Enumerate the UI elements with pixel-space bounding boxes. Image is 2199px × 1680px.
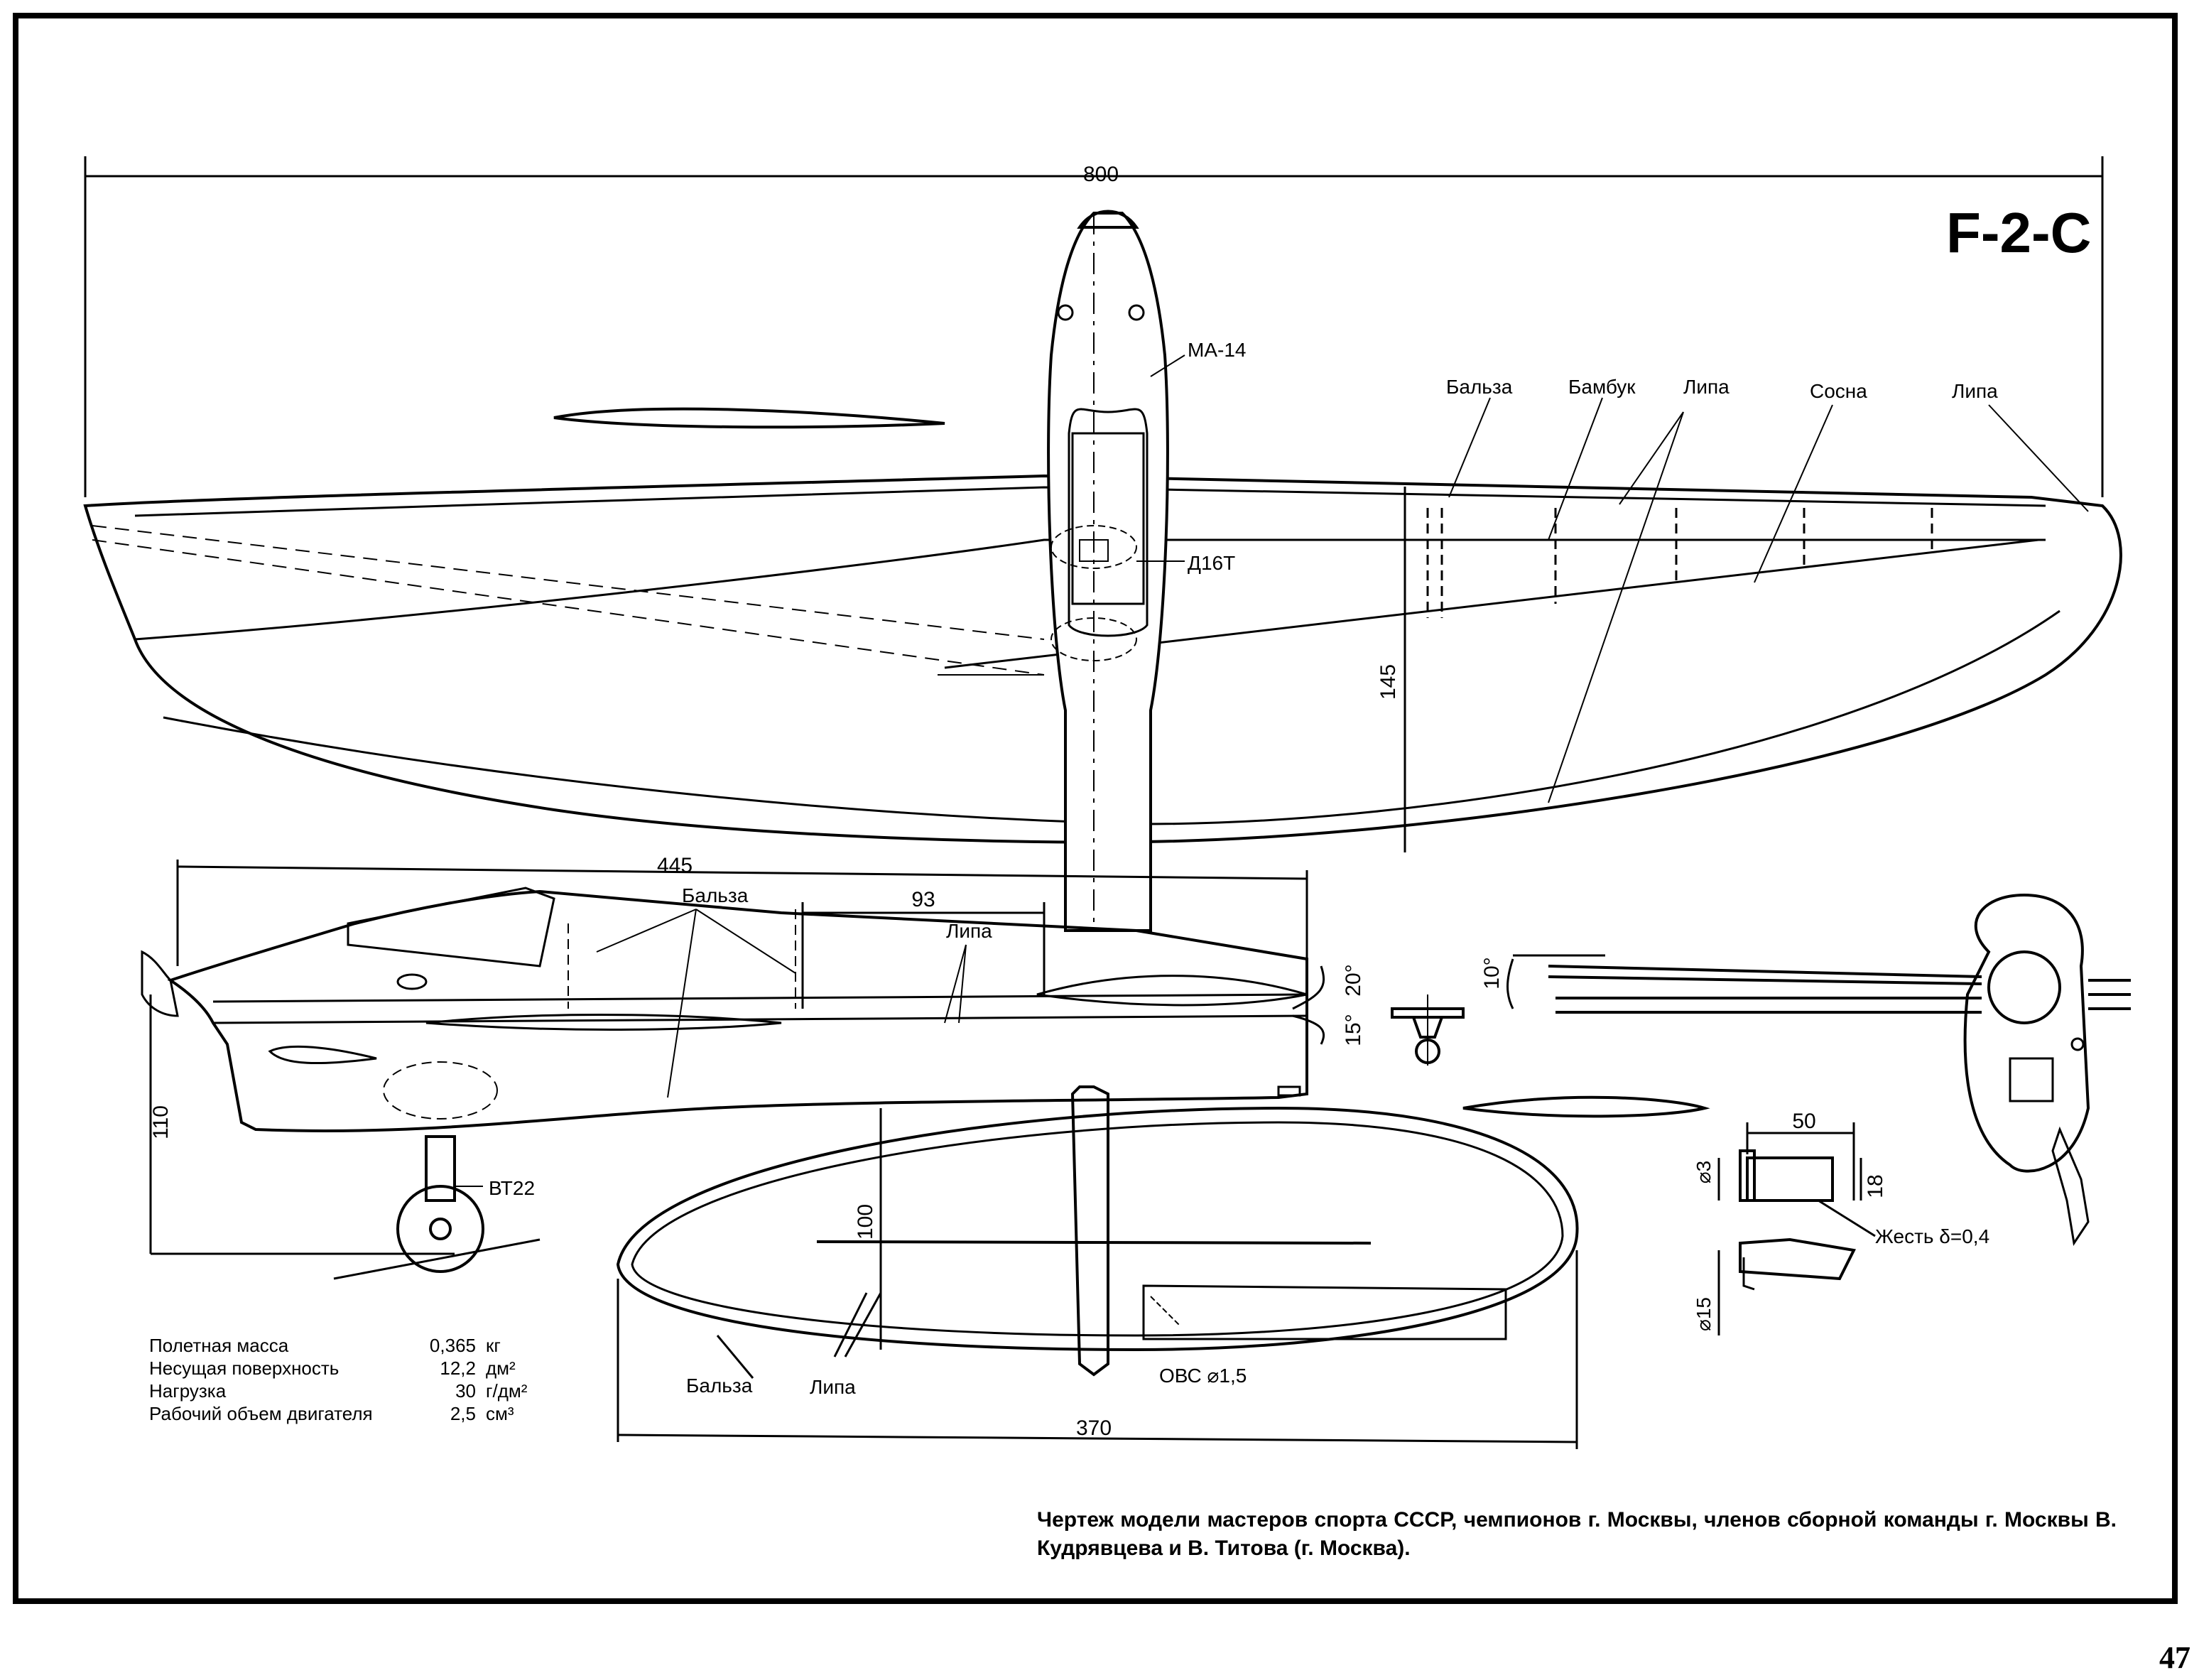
- sheet-border: [13, 13, 2178, 1604]
- wire-label: ОВС ⌀1,5: [1159, 1365, 1247, 1387]
- spec-name: Несущая поверхность: [149, 1357, 340, 1379]
- spec-unit: кг: [486, 1335, 501, 1356]
- span-dimension: [84, 156, 2104, 497]
- linden-label-stab: Липа: [810, 1376, 856, 1398]
- spec-value: 2,5: [450, 1403, 476, 1424]
- spec-unit: г/дм²: [486, 1380, 528, 1402]
- model-title: F-2-C: [1946, 201, 2091, 264]
- spec-name: Рабочий объем двигателя: [149, 1403, 373, 1424]
- fuselage-top-view: [1047, 210, 1169, 932]
- tail-front-view: [1391, 995, 1465, 1066]
- stab-chord-value: 100: [854, 1204, 877, 1240]
- spec-row: Рабочий объем двигателя 2,5 см³: [149, 1402, 527, 1425]
- bracket-height-value: 18: [1864, 1174, 1887, 1198]
- wheel-label: ВТ22: [489, 1177, 535, 1199]
- height-value: 110: [149, 1105, 173, 1139]
- top-view-leaders: [1136, 354, 2089, 803]
- landing-gear-side: [333, 1135, 541, 1280]
- chord-value: 145: [1377, 664, 1400, 700]
- flap-up-value: 20°: [1342, 964, 1365, 996]
- bracket-width-value: 50: [1792, 1110, 1815, 1133]
- flap-down-value: 15°: [1342, 1014, 1365, 1046]
- bellcrank-label: Д16Т: [1188, 552, 1235, 574]
- side-view-dimensions: [149, 860, 1325, 1255]
- spec-value: 12,2: [440, 1357, 476, 1379]
- hole-dia-value: ⌀3: [1693, 1161, 1715, 1183]
- fuselage-length-value: 445: [657, 854, 693, 877]
- spec-name: Нагрузка: [149, 1380, 227, 1402]
- wing-top-view: [83, 474, 2122, 844]
- tank-length-value: 93: [911, 888, 935, 911]
- side-view-leaders: [455, 909, 967, 1187]
- balsa-label-wing: Бальза: [1446, 376, 1513, 398]
- balsa-label-fuselage: Бальза: [682, 884, 749, 906]
- drawing-caption: Чертеж модели мастеров спорта СССР, чемп…: [1037, 1508, 2117, 1560]
- tin-label: Жесть δ=0,4: [1875, 1225, 1989, 1247]
- spec-unit: см³: [486, 1403, 514, 1424]
- linden-label-wing: Липа: [1683, 376, 1730, 398]
- fuselage-side-view: [141, 887, 1308, 1132]
- balsa-label-stab: Бальза: [686, 1375, 753, 1397]
- wheel-dia-value: ⌀15: [1693, 1297, 1715, 1331]
- downthrust-value: 10°: [1480, 957, 1504, 989]
- spec-value: 0,365: [429, 1335, 476, 1356]
- stabilizer-dimensions: [617, 1108, 1578, 1449]
- bracket-dimensions: [1717, 1122, 1876, 1335]
- bracket-detail: [1739, 1149, 1856, 1291]
- stab-span-value: 370: [1076, 1416, 1112, 1440]
- downthrust-dimension: [1506, 954, 1605, 1009]
- airfoil-section-top: [553, 407, 945, 429]
- front-view: [1548, 893, 2131, 1246]
- airfoil-section-stab: [1462, 1095, 1710, 1118]
- page-number: 47: [2159, 1640, 2190, 1675]
- bamboo-label: Бамбук: [1568, 376, 1636, 398]
- spec-value: 30: [455, 1380, 476, 1402]
- spec-row: Несущая поверхность 12,2 дм²: [149, 1357, 527, 1380]
- pine-label: Сосна: [1810, 380, 1867, 402]
- spec-unit: дм²: [486, 1357, 516, 1379]
- linden-label-fuselage: Липа: [946, 920, 992, 942]
- spec-row: Полетная масса 0,365 кг: [149, 1334, 527, 1357]
- linden-label-tip: Липа: [1952, 380, 1998, 402]
- spec-row: Нагрузка 30 г/дм²: [149, 1380, 527, 1402]
- span-value: 800: [1083, 163, 1119, 186]
- engine-label: МА-14: [1188, 339, 1246, 361]
- stabilizer-top-view: [616, 1085, 1579, 1377]
- specs-table: Полетная масса 0,365 кг Несущая поверхно…: [149, 1334, 527, 1425]
- spec-name: Полетная масса: [149, 1335, 289, 1356]
